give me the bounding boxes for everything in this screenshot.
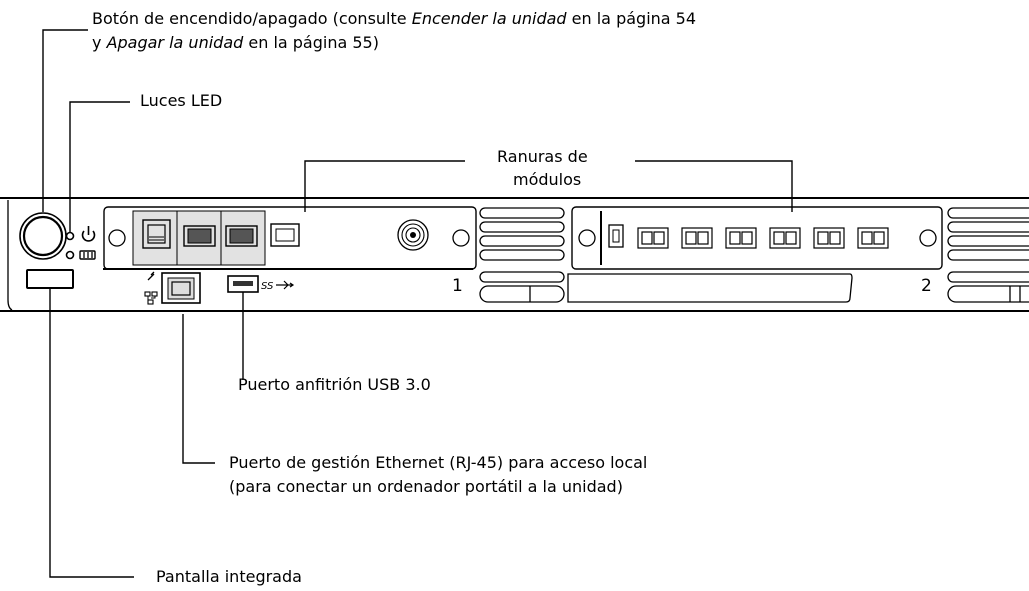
module2-small-connector[interactable] <box>608 224 624 248</box>
callout-lines <box>42 29 793 578</box>
usb-ss-icon: SS <box>261 280 295 292</box>
leds-callout: Luces LED <box>140 91 223 110</box>
slot-2-lower-cover <box>567 273 853 303</box>
module-slots-callout-line2: módulos <box>513 170 582 189</box>
power-link-2: Apagar la unidad <box>106 33 244 52</box>
power-text-2b: en la página 55) <box>243 33 379 52</box>
chassis <box>0 197 1029 312</box>
power-button-callout-line2: y Apagar la unidad en la página 55) <box>92 31 379 54</box>
ethernet-callout-line2: (para conectar un ordenador portátil a l… <box>229 477 623 496</box>
vent-slots-right <box>947 207 1029 303</box>
network-wrench-icon <box>144 271 158 305</box>
power-text-1b: en la página 54 <box>566 9 697 28</box>
ethernet-callout-line1: Puerto de gestión Ethernet (RJ-45) para … <box>229 453 648 472</box>
module-slot-2 <box>571 206 943 270</box>
power-text-2a: y <box>92 33 107 52</box>
power-button-callout: Botón de encendido/apagado (consulte Enc… <box>92 7 696 30</box>
power-link-1: Encender la unidad <box>411 9 567 28</box>
usb-host-callout: Puerto anfitrión USB 3.0 <box>238 375 431 394</box>
module1-rj45-port[interactable] <box>132 210 178 266</box>
led-lights <box>65 231 75 260</box>
slot-2-number: 2 <box>921 276 932 296</box>
display-callout: Pantalla integrada <box>156 567 302 586</box>
svg-text:SS: SS <box>261 281 274 292</box>
module-slot-1 <box>103 206 477 270</box>
integrated-display <box>26 269 74 289</box>
ethernet-management-port[interactable] <box>161 272 201 304</box>
power-text-1a: Botón de encendido/apagado (consulte <box>92 9 412 28</box>
module1-sfp-cage[interactable] <box>176 210 266 266</box>
slot-1-number: 1 <box>452 276 463 296</box>
power-button[interactable] <box>19 212 67 260</box>
module1-small-rj45-port[interactable] <box>270 223 300 247</box>
power-symbol-icon <box>81 226 96 242</box>
module1-coax-connector[interactable] <box>397 219 429 251</box>
vent-slots-left <box>479 207 565 303</box>
battery-icon <box>79 250 96 260</box>
module-slots-callout-line1: Ranuras de <box>497 147 588 166</box>
usb-host-port[interactable] <box>227 275 259 293</box>
module2-lc-ports[interactable] <box>637 227 889 249</box>
